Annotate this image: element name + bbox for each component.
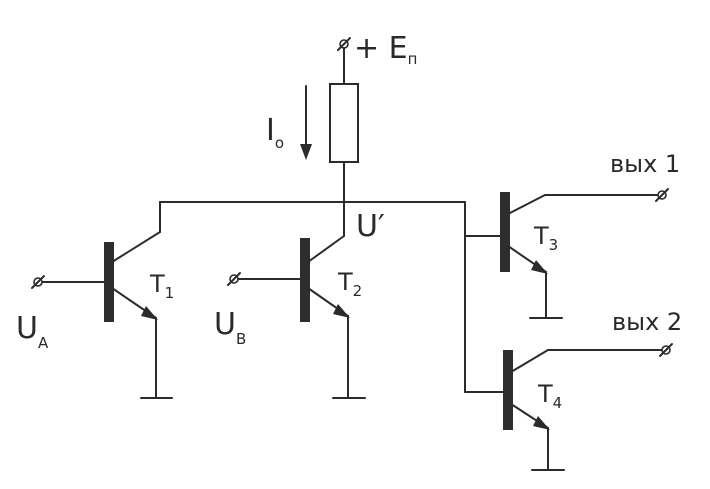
current-arrow [300,85,312,160]
input-a-label: UA [16,311,49,352]
t3-label: T3 [533,222,558,254]
t4-label: T4 [537,380,562,412]
input-b-label: UB [214,307,246,348]
supply-label: + Eп [354,31,417,68]
transistor-t1 [31,201,173,399]
node-label: U′ [356,209,385,244]
transistor-t4 [464,343,673,471]
output2-label: вых 2 [612,308,682,336]
current-label: Iо [266,113,284,152]
transistor-t2 [227,201,366,399]
supply-terminal [337,37,351,51]
t2-label: T2 [337,268,362,300]
t1-label: T1 [149,270,174,302]
transistor-t3 [464,188,669,319]
output1-label: вых 1 [610,150,680,178]
load-resistor [329,83,359,163]
